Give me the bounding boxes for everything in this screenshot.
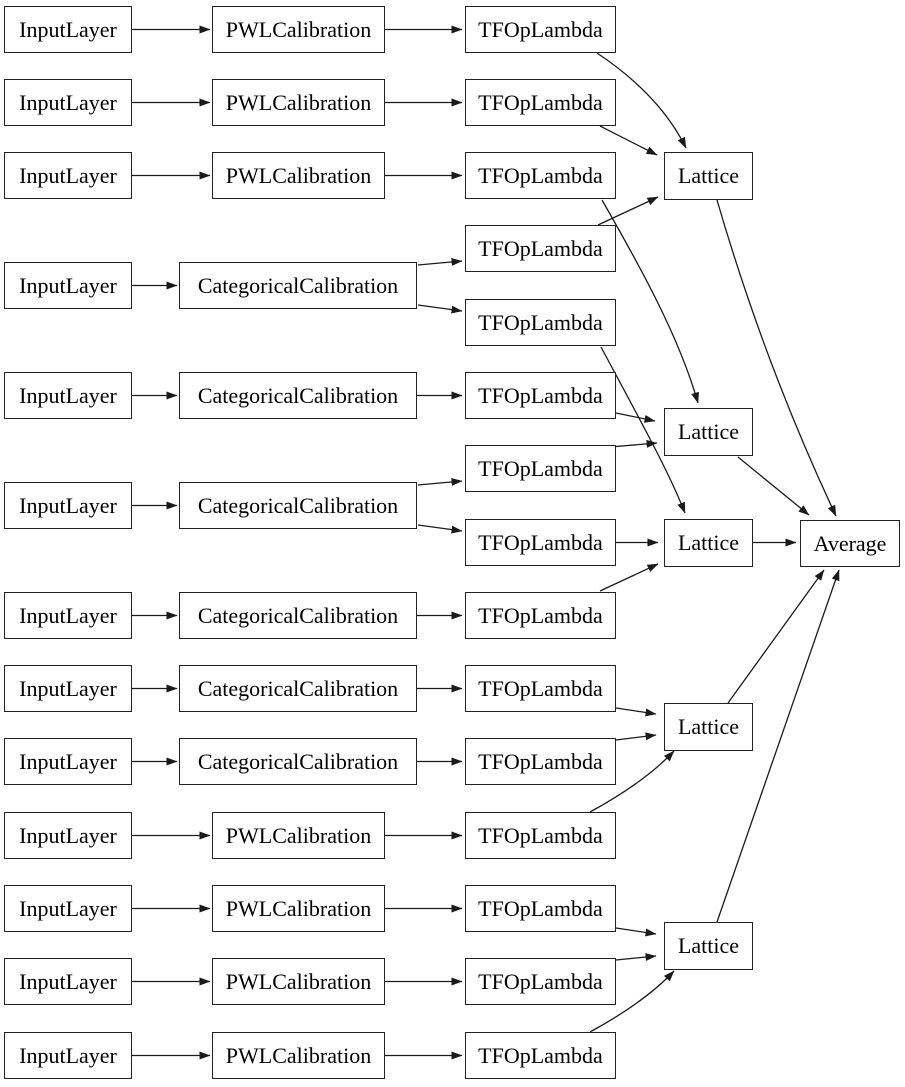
node-catcal-2: CategoricalCalibration: [179, 372, 417, 419]
node-pwlcal-3: PWLCalibration: [212, 152, 385, 199]
edge-tfop-3-to-lattice-2: [601, 199, 699, 404]
node-pwlcal-2: PWLCalibration: [212, 79, 385, 126]
node-pwlcal-5: PWLCalibration: [212, 885, 385, 932]
edge-tfop-6-to-lattice-2: [615, 412, 656, 423]
node-input-11: InputLayer: [4, 885, 132, 932]
node-tfop-7: TFOpLambda: [465, 445, 616, 492]
node-tfop-1: TFOpLambda: [465, 6, 616, 53]
node-pwlcal-6: PWLCalibration: [212, 958, 385, 1005]
node-input-9: InputLayer: [4, 738, 132, 785]
node-catcal-3: CategoricalCalibration: [179, 482, 417, 529]
node-input-13: InputLayer: [4, 1032, 132, 1079]
node-input-1: InputLayer: [4, 6, 132, 53]
edge-lattice-2-to-average: [737, 456, 810, 516]
node-pwlcal-7: PWLCalibration: [212, 1032, 385, 1079]
edge-tfop-12-to-lattice-4: [589, 750, 675, 813]
node-tfop-6: TFOpLambda: [465, 372, 616, 419]
node-tfop-12: TFOpLambda: [465, 812, 616, 859]
edge-tfop-13-to-lattice-5: [615, 927, 657, 937]
node-tfop-3: TFOpLambda: [465, 152, 616, 199]
edge-catcal-1-to-tfop-5: [417, 304, 463, 314]
node-input-8: InputLayer: [4, 665, 132, 712]
edge-catcal-1-to-tfop-4: [417, 257, 463, 266]
node-tfop-10: TFOpLambda: [465, 665, 616, 712]
node-tfop-11: TFOpLambda: [465, 738, 616, 785]
edge-tfop-2-to-lattice-1: [599, 125, 658, 156]
node-catcal-5: CategoricalCalibration: [179, 665, 417, 712]
node-input-6: InputLayer: [4, 482, 132, 529]
edge-tfop-4-to-lattice-1: [597, 196, 659, 226]
node-input-3: InputLayer: [4, 152, 132, 199]
edge-tfop-11-to-lattice-4: [615, 732, 657, 741]
edge-tfop-1-to-lattice-1: [596, 52, 687, 149]
node-input-5: InputLayer: [4, 372, 132, 419]
edge-catcal-3-to-tfop-7: [417, 477, 463, 486]
edge-catcal-3-to-tfop-8: [417, 524, 463, 534]
node-input-12: InputLayer: [4, 958, 132, 1005]
node-lattice-3: Lattice: [664, 519, 753, 567]
node-tfop-15: TFOpLambda: [465, 1032, 616, 1079]
node-tfop-2: TFOpLambda: [465, 79, 616, 126]
node-lattice-1: Lattice: [664, 152, 753, 200]
node-catcal-1: CategoricalCalibration: [179, 262, 417, 309]
node-input-2: InputLayer: [4, 79, 132, 126]
node-tfop-9: TFOpLambda: [465, 592, 616, 639]
edge-lattice-5-to-average: [716, 569, 840, 923]
node-catcal-4: CategoricalCalibration: [179, 592, 417, 639]
node-pwlcal-1: PWLCalibration: [212, 6, 385, 53]
node-input-4: InputLayer: [4, 262, 132, 309]
node-tfop-13: TFOpLambda: [465, 885, 616, 932]
node-lattice-2: Lattice: [664, 408, 753, 456]
node-tfop-4: TFOpLambda: [465, 225, 616, 272]
node-lattice-4: Lattice: [664, 703, 753, 751]
edge-lattice-4-to-average: [727, 569, 825, 704]
node-input-10: InputLayer: [4, 812, 132, 859]
node-tfop-14: TFOpLambda: [465, 958, 616, 1005]
node-catcal-6: CategoricalCalibration: [179, 738, 417, 785]
node-average: Average: [800, 520, 900, 567]
node-lattice-5: Lattice: [664, 922, 753, 970]
node-tfop-8: TFOpLambda: [465, 519, 616, 566]
edge-tfop-15-to-lattice-5: [589, 970, 675, 1033]
edge-lattice-1-to-average: [716, 199, 837, 517]
node-pwlcal-4: PWLCalibration: [212, 812, 385, 859]
edge-tfop-14-to-lattice-5: [615, 953, 657, 962]
node-tfop-5: TFOpLambda: [465, 299, 616, 346]
edge-tfop-10-to-lattice-4: [615, 707, 657, 717]
node-input-7: InputLayer: [4, 592, 132, 639]
edge-tfop-7-to-lattice-2: [609, 439, 658, 448]
edge-tfop-9-to-lattice-3: [599, 563, 659, 592]
